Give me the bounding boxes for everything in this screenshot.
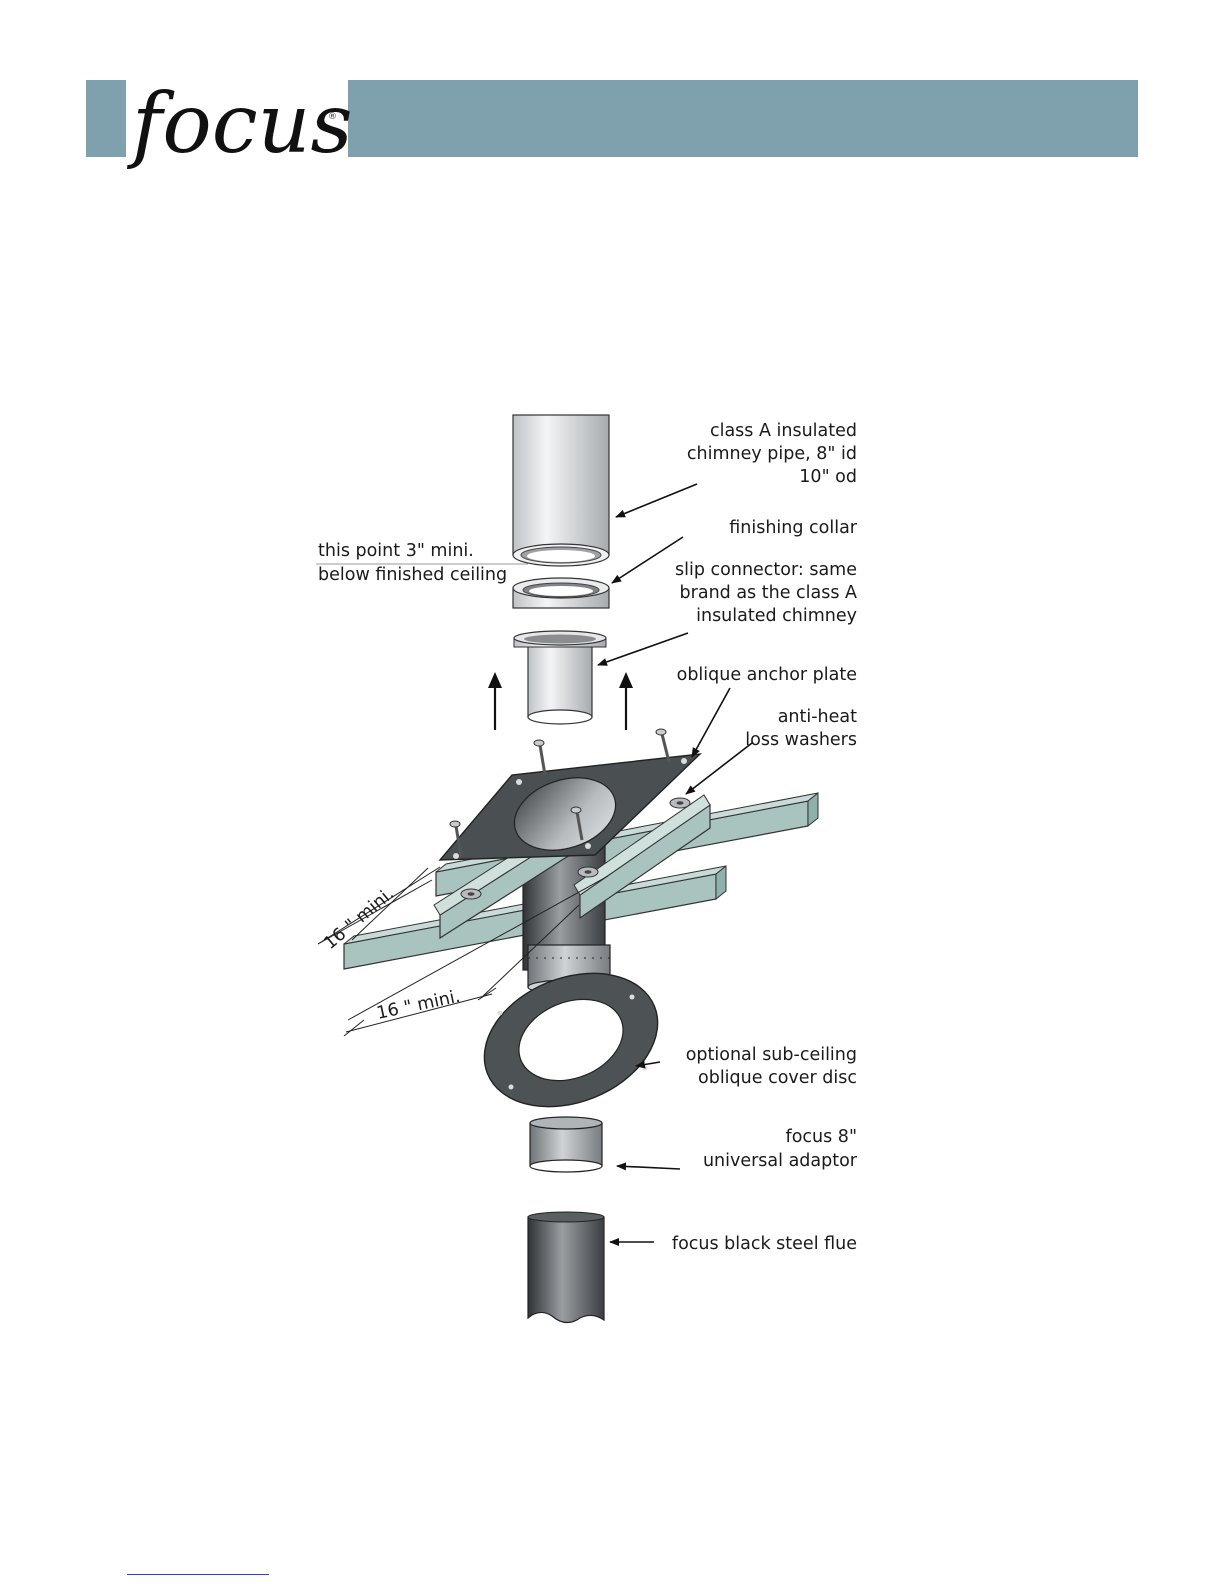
leader-lines [597,483,753,1246]
oblique-anchor-plate [438,753,702,861]
svg-text:anti-heat: anti-heat [778,707,857,727]
svg-text:brand as the class A: brand as the class A [680,583,857,603]
svg-text:focus black steel flue: focus black steel flue [672,1234,857,1254]
finishing-collar [512,577,610,609]
svg-text:universal adaptor: universal adaptor [703,1151,858,1171]
svg-text:chimney pipe, 8" id: chimney pipe, 8" id [687,444,857,464]
joist-spacing-dimensions [317,866,609,1037]
label-this-point: this point 3" mini. below finished ceili… [318,541,507,585]
focus-logo: focus [126,77,353,172]
svg-text:oblique anchor plate: oblique anchor plate [677,665,857,685]
label-flue: focus black steel flue [672,1234,857,1254]
svg-text:10" od: 10" od [799,467,857,487]
label-anchor-plate: oblique anchor plate [677,665,857,685]
svg-text:slip connector: same: slip connector: same [675,560,857,580]
sub-ceiling-cover-disc [483,972,659,1108]
svg-text:this point 3" mini.: this point 3" mini. [318,541,474,561]
label-washers: anti-heat loss washers [745,707,857,750]
footer-link-underline[interactable] [127,1574,269,1575]
svg-text:class A insulated: class A insulated [710,421,857,441]
label-finishing-collar: finishing collar [729,518,858,538]
screws [449,728,671,857]
header-band [348,80,1138,157]
svg-text:oblique cover disc: oblique cover disc [698,1068,857,1088]
black-steel-flue [527,1211,605,1324]
universal-adaptor [529,1116,603,1173]
anti-heat-loss-washers [460,797,691,900]
header: focus ® [86,77,1138,172]
label-chimney-pipe: class A insulated chimney pipe, 8" id 10… [687,421,857,487]
label-adaptor: focus 8" universal adaptor [703,1127,858,1171]
svg-text:focus 8": focus 8" [786,1127,857,1147]
svg-text:finishing collar: finishing collar [729,518,858,538]
label-cover-disc: optional sub-ceiling oblique cover disc [686,1045,857,1088]
svg-text:optional sub-ceiling: optional sub-ceiling [686,1045,857,1065]
svg-text:insulated chimney: insulated chimney [696,606,857,626]
label-slip-connector: slip connector: same brand as the class … [675,560,857,626]
header-left-block [86,80,126,157]
registered-mark: ® [328,112,337,122]
slip-connector [513,630,607,725]
chimney-pipe [512,414,610,567]
upward-arrows [488,672,633,730]
svg-text:loss washers: loss washers [745,730,857,750]
label-joist-dim-2: 16 " mini. [375,987,462,1024]
svg-text:below finished ceiling: below finished ceiling [318,565,507,585]
svg-text:16 " mini.: 16 " mini. [375,987,462,1024]
